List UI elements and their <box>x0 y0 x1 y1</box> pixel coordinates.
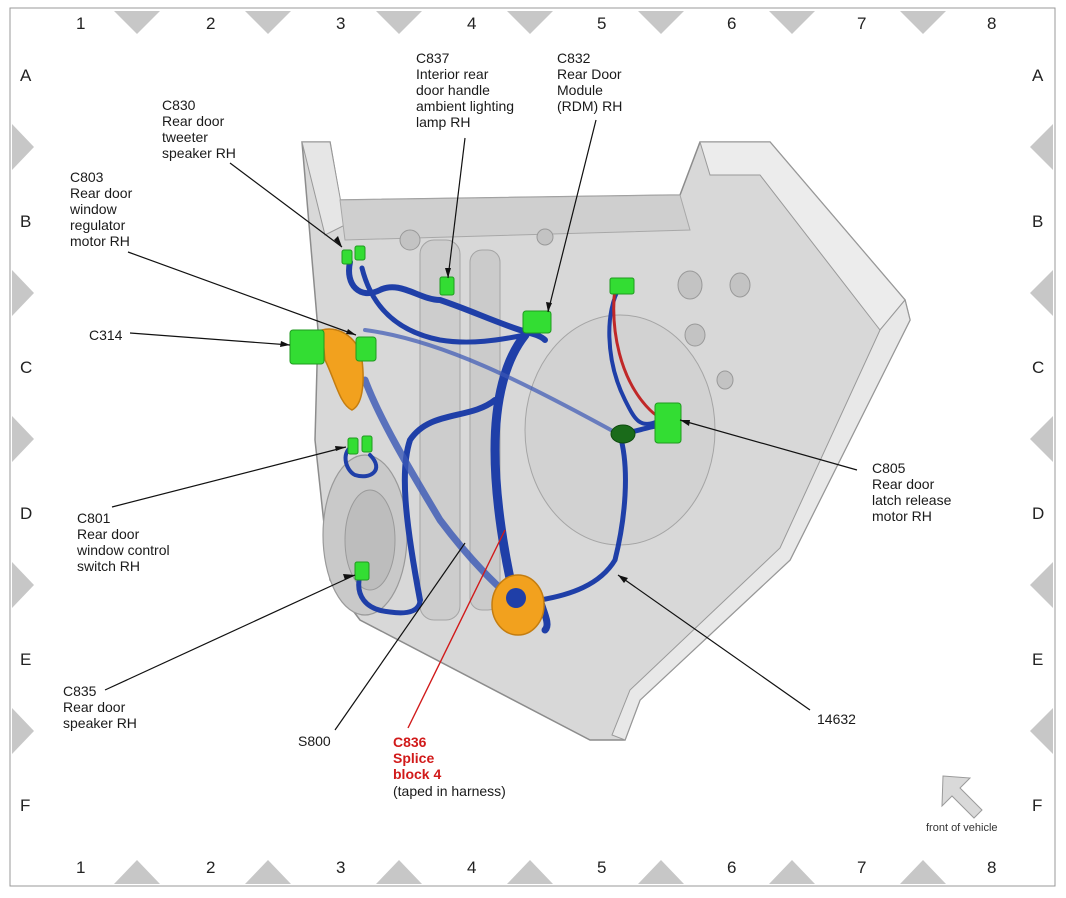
connector-c801 <box>347 437 359 455</box>
leader-lines <box>104 119 858 731</box>
grid-markers-left <box>12 124 34 754</box>
splice-s800 <box>610 424 636 444</box>
grid-col-top-8: 8 <box>987 14 997 33</box>
grid-col-top-3: 3 <box>336 14 346 33</box>
label-c835: C835 Rear door speaker RH <box>63 683 137 731</box>
grid-row-right-f: F <box>1032 796 1043 815</box>
grid-row-left-c: C <box>20 358 33 377</box>
label-c836-title: C836 Splice block 4 <box>393 734 442 782</box>
connectors <box>289 245 682 581</box>
grid-markers-bottom <box>114 860 946 884</box>
label-front-of-vehicle: front of vehicle <box>926 822 998 834</box>
label-c832: C832 Rear Door Module (RDM) RH <box>557 50 623 114</box>
grid-col-bottom-6: 6 <box>727 858 737 877</box>
grid-markers-right <box>1030 124 1053 754</box>
connector-c805 <box>654 402 682 444</box>
grid-col-top-4: 4 <box>467 14 477 33</box>
label-c801: C801 Rear door window control switch RH <box>77 510 170 574</box>
grid-col-bottom-4: 4 <box>467 858 477 877</box>
grid-col-bottom-3: 3 <box>336 858 346 877</box>
connector-c314 <box>289 329 325 365</box>
label-s800: S800 <box>298 733 331 749</box>
label-harness-14632: 14632 <box>817 711 856 727</box>
label-c830: C830 Rear door tweeter speaker RH <box>162 97 236 161</box>
grid-row-left-d: D <box>20 504 33 523</box>
label-c803: C803 Rear door window regulator motor RH <box>70 169 133 249</box>
grid-row-right-b: B <box>1032 212 1044 231</box>
grid-col-bottom-1: 1 <box>76 858 86 877</box>
grid-col-top-1: 1 <box>76 14 86 33</box>
grid-col-top-6: 6 <box>727 14 737 33</box>
connector-c832 <box>522 310 552 334</box>
label-c837: C837 Interior rear door handle ambient l… <box>416 50 515 130</box>
leader-c836 <box>407 529 506 729</box>
connector-c835 <box>354 561 370 581</box>
grid-row-right-d: D <box>1032 504 1045 523</box>
grid-col-bottom-5: 5 <box>597 858 607 877</box>
grid-col-top-7: 7 <box>857 14 867 33</box>
grid-col-top-5: 5 <box>597 14 607 33</box>
connector-c830 <box>341 249 353 265</box>
grid-col-bottom-2: 2 <box>206 858 216 877</box>
grid-row-left-a: A <box>20 66 32 85</box>
grid-col-bottom-8: 8 <box>987 858 997 877</box>
grid-row-right-a: A <box>1032 66 1044 85</box>
grid-col-bottom-7: 7 <box>857 858 867 877</box>
grid-col-top-2: 2 <box>206 14 216 33</box>
label-c805: C805 Rear door latch release motor RH <box>872 460 952 524</box>
orange-grommets <box>321 328 545 636</box>
grid-markers-top <box>114 11 946 34</box>
front-of-vehicle-arrow <box>941 775 983 819</box>
connector-c837 <box>439 276 455 296</box>
label-c314: C314 <box>89 327 123 343</box>
grid-row-right-c: C <box>1032 358 1045 377</box>
grid-row-left-e: E <box>20 650 32 669</box>
grid-row-left-f: F <box>20 796 31 815</box>
label-c836-note: (taped in harness) <box>393 783 506 799</box>
arrowheads <box>280 236 690 583</box>
grid-row-left-b: B <box>20 212 32 231</box>
grid-row-right-e: E <box>1032 650 1044 669</box>
connector-c803 <box>355 336 377 362</box>
